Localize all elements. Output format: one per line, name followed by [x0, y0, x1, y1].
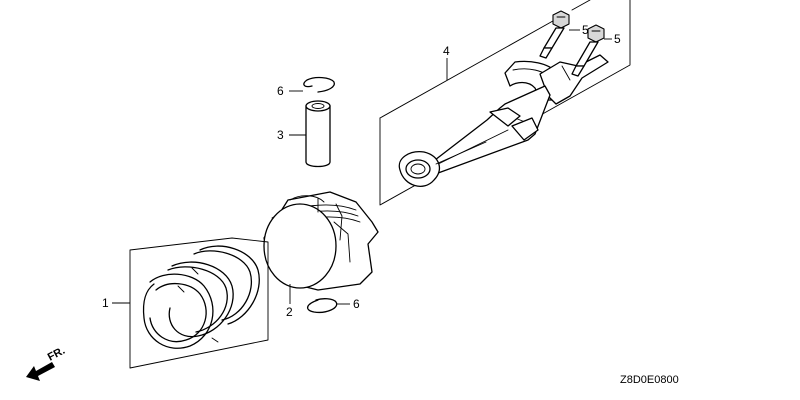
diagram-code: Z8D0E0800: [620, 374, 679, 386]
callout-2: 2: [286, 305, 293, 319]
conrod-bolt-right: [571, 24, 605, 77]
front-direction-label: FR.: [46, 345, 67, 364]
piston: [263, 191, 379, 291]
piston-pin: [305, 100, 331, 168]
callout-5-right: 5: [614, 32, 621, 46]
callout-6-bottom: 6: [353, 297, 360, 311]
piston-pin-clip-bottom: [307, 298, 338, 314]
callout-6-top: 6: [277, 84, 284, 98]
conrod-bolt-left: [539, 10, 570, 59]
callout-1: 1: [102, 296, 109, 310]
callout-3: 3: [277, 128, 284, 142]
callout-4: 4: [443, 44, 450, 58]
front-direction-arrow-icon: [26, 362, 55, 381]
connecting-rod: [398, 54, 609, 187]
callout-5-left: 5: [582, 23, 589, 37]
piston-ring-set: [129, 237, 269, 369]
piston-pin-clip-top: [303, 76, 335, 93]
